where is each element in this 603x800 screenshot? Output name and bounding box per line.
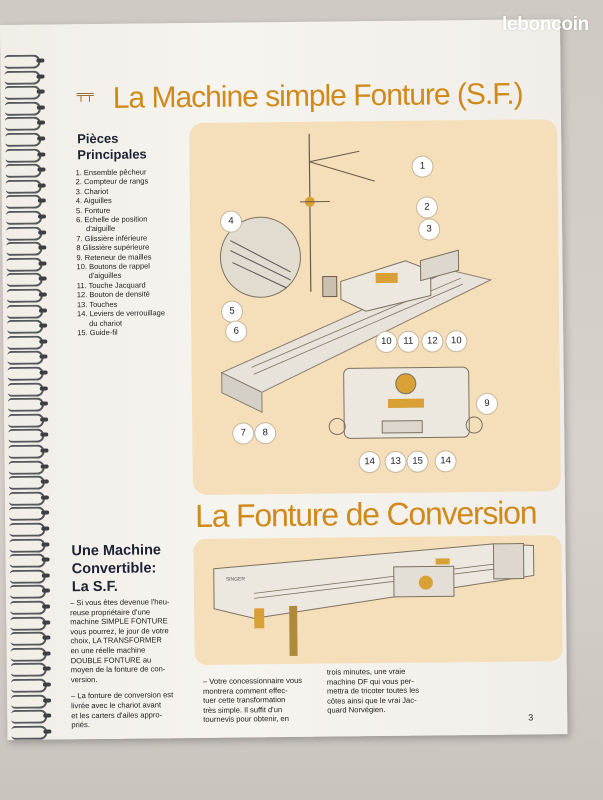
spiral-coil	[5, 163, 42, 179]
callout-12: 12	[421, 330, 444, 353]
leboncoin-watermark: leboncoin	[501, 14, 589, 35]
callout-15: 15	[406, 450, 429, 473]
spiral-coil	[10, 631, 47, 647]
conversion-illustration	[213, 543, 535, 657]
machine-label: SINGER	[225, 576, 246, 583]
spiral-coil	[7, 382, 44, 397]
callout-4: 4	[219, 210, 243, 233]
singer-logo-mark: ╤╤	[76, 87, 94, 102]
callout-10: 10	[375, 330, 398, 354]
spiral-coil	[4, 70, 41, 85]
spiral-coil	[8, 460, 45, 475]
spiral-coil	[7, 366, 44, 381]
text-column-3: trois minutes, une vraie machine DF qui …	[326, 666, 420, 715]
spiral-coil	[9, 553, 46, 569]
callout-7: 7	[232, 422, 255, 445]
machine-diagram-panel: 1 2 3 4 5 6 7 8 9 10 11 12 10 14 13 15 1…	[189, 119, 561, 496]
convertible-heading: Une Machine Convertible: La S.F.	[71, 542, 162, 596]
spiral-coil	[6, 241, 43, 257]
spiral-coil	[4, 54, 41, 69]
page-number: 3	[528, 712, 534, 723]
conversion-title: La Fonture de Conversion	[194, 494, 537, 534]
spiral-coil	[9, 584, 47, 600]
spiral-coil	[10, 662, 47, 678]
spiral-coil	[10, 600, 47, 615]
callout-6: 6	[225, 320, 248, 343]
spiral-coil	[5, 179, 42, 194]
callout-1: 1	[411, 155, 434, 178]
spiral-coil	[6, 288, 43, 303]
spiral-coil	[8, 491, 46, 506]
parts-list: 1. Ensemble pêcheur 2. Compteur de rangs…	[76, 167, 176, 337]
spiral-coil	[11, 725, 48, 740]
spiral-coil	[4, 85, 41, 101]
parts-heading: Pièces Principales	[77, 130, 147, 163]
callout-8: 8	[254, 422, 277, 445]
callout-9: 9	[475, 392, 499, 416]
list-item: 15. Guide-fil	[77, 327, 118, 338]
callout-14b: 14	[434, 450, 457, 473]
spiral-coil	[8, 475, 45, 491]
conversion-diagram-panel: SINGER	[193, 535, 563, 665]
spiral-coil	[5, 148, 42, 163]
spiral-coil	[5, 194, 42, 210]
spiral-coil	[5, 210, 43, 225]
spiral-coil	[10, 647, 47, 662]
manual-page: ╤╤ La Machine simple Fonture (S.F.) Pièc…	[0, 19, 568, 740]
spiral-coil	[7, 397, 45, 413]
spiral-coil	[4, 116, 42, 132]
spiral-coil	[6, 304, 44, 319]
machine-illustration	[219, 133, 493, 439]
text-column-2: – Votre concessionnaire vous montrera co…	[202, 675, 303, 725]
spiral-coil	[10, 616, 47, 631]
callout-5: 5	[220, 300, 244, 323]
spiral-coil	[8, 444, 45, 459]
spiral-binding	[4, 54, 51, 755]
spiral-coil	[6, 226, 43, 241]
spiral-coil	[5, 132, 42, 147]
callout-13: 13	[384, 450, 407, 473]
text-column-1: – Si vous êtes devenue l'heu- reuse prop…	[70, 597, 174, 730]
spiral-coil	[7, 350, 44, 366]
spiral-coil	[6, 272, 43, 288]
callout-2: 2	[415, 196, 439, 219]
spiral-coil	[8, 413, 45, 428]
spiral-coil	[7, 319, 44, 335]
spiral-coil	[11, 694, 48, 709]
spiral-coil	[7, 335, 44, 350]
callout-14: 14	[358, 451, 381, 474]
list-item: 14. Leviers de verrouillage	[76, 308, 166, 319]
callout-3: 3	[418, 218, 441, 241]
callout-10b: 10	[445, 330, 468, 353]
spiral-coil	[9, 522, 46, 537]
page-title: La Machine simple Fonture (S.F.)	[112, 77, 523, 115]
spiral-coil	[9, 506, 46, 522]
spiral-coil	[6, 257, 43, 272]
spiral-coil	[9, 538, 46, 553]
spiral-coil	[11, 709, 48, 725]
spiral-coil	[10, 678, 47, 693]
spiral-coil	[4, 101, 41, 116]
spiral-coil	[9, 569, 46, 584]
spiral-coil	[8, 428, 45, 444]
callout-11: 11	[397, 330, 420, 353]
